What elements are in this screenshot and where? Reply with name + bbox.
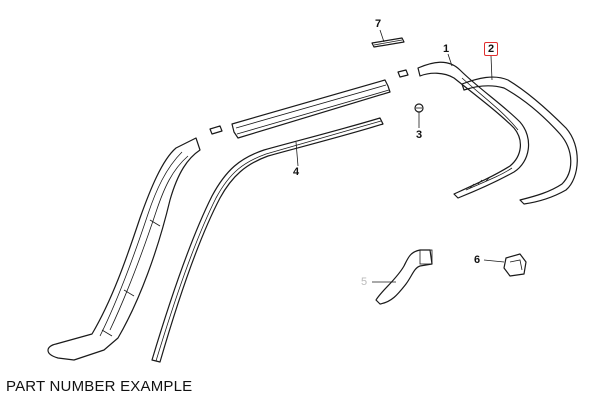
roof-moulding bbox=[209, 69, 409, 139]
leader-2 bbox=[490, 55, 493, 81]
caption-part-number-example: PART NUMBER EXAMPLE bbox=[6, 378, 193, 395]
part-2-outer-seal bbox=[461, 76, 578, 205]
callout-5: 5 bbox=[361, 276, 368, 288]
callout-4: 4 bbox=[293, 166, 300, 178]
part-7-trim-strip bbox=[371, 37, 405, 48]
part-1-quarter-moulding bbox=[417, 61, 530, 199]
pillar-trim-panel bbox=[47, 137, 201, 361]
callout-3: 3 bbox=[416, 129, 423, 141]
part-4-curved-seal bbox=[151, 117, 384, 363]
part-5-handle bbox=[372, 249, 433, 305]
leader-7 bbox=[379, 29, 385, 43]
leader-1 bbox=[447, 53, 453, 67]
callout-2: 2 bbox=[484, 42, 499, 56]
callout-6: 6 bbox=[474, 254, 481, 266]
part-6-clip bbox=[483, 253, 527, 277]
callout-1: 1 bbox=[443, 43, 450, 55]
part-3-screw bbox=[414, 103, 424, 128]
leader-4 bbox=[295, 141, 299, 167]
callout-7: 7 bbox=[375, 18, 382, 30]
